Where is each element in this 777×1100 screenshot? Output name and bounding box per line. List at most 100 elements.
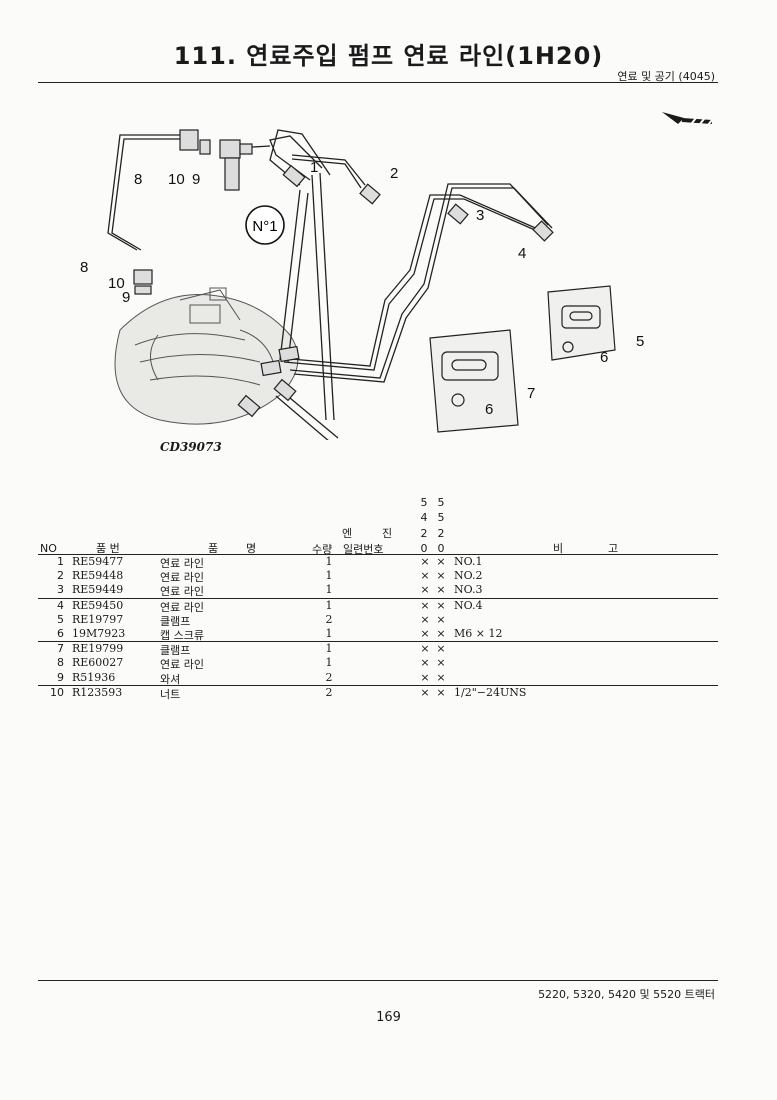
row-model2-mark: × [436,555,446,568]
row-model2-mark: × [436,569,446,583]
table-row: 8 RE60027 연료 라인 1 × × [38,656,718,672]
pipe-fittings [133,129,554,418]
header-engine-1: 엔 [342,527,353,540]
table-row: 9 R51936 와셔 2 × × [38,671,718,686]
header-no: NO [40,542,57,555]
table-row: 3 RE59449 연료 라인 1 × × NO.3 [38,583,718,599]
row-part-name: 클램프 [160,644,191,658]
row-qty: 2 [325,670,333,684]
table-row: 6 19M7923 캡 스크류 1 × × M6 × 12 [38,626,718,643]
no1-badge: N°1 [245,205,285,245]
direction-arrow-icon [662,112,713,131]
section-reference: 연료 및 공기 (4045) [617,70,715,83]
callout-9-left: 9 [122,289,130,306]
row-model2-mark: × [436,656,446,670]
row-qty: 2 [325,612,333,626]
row-model2-mark: × [436,642,446,656]
row-part-name: 캡 스크류 [160,628,204,642]
row-qty: 1 [325,626,333,640]
row-remark: NO.3 [454,583,483,597]
callout-7: 7 [527,385,535,402]
injection-pump-drawing [114,287,299,425]
row-no: 3 [57,583,64,597]
model-col2-digit2: 5 [437,511,445,524]
row-part-no: RE59448 [72,569,124,583]
row-part-name: 연료 라인 [160,658,204,672]
table-row: 5 RE19797 클램프 2 × × [38,612,718,628]
page-title: 111. 연료주입 펌프 연료 라인(1H20) [173,42,604,70]
fuel-line-diagram: 1 2 3 4 5 6 6 7 8 8 10 9 10 9 N°1 [80,129,644,440]
footer-rule [38,980,718,981]
row-model2-mark: × [436,626,446,640]
row-qty: 1 [325,569,333,583]
row-part-no: RE19799 [72,642,124,656]
row-part-name: 와셔 [160,672,181,686]
no1-badge-label: N°1 [252,218,277,235]
header-part-name-1: 품 [208,542,219,555]
row-remark: M6 × 12 [454,626,503,640]
header-remarks-2: 고 [608,542,619,555]
row-model1-mark: × [420,685,430,699]
row-model1-mark: × [420,583,430,597]
row-qty: 1 [325,656,333,670]
model-col1-digit2: 4 [420,511,428,524]
header-part-name-2: 명 [246,542,257,555]
row-part-no: 19M7923 [72,626,126,640]
row-part-no: RE59477 [72,555,124,568]
table-row: 1 RE59477 연료 라인 1 × × NO.1 [38,555,718,570]
callout-2: 2 [390,165,398,182]
row-model1-mark: × [420,569,430,583]
row-part-no: RE59450 [72,598,124,612]
row-qty: 1 [325,642,333,656]
row-model1-mark: × [420,642,430,656]
callout-8-left: 8 [80,259,88,276]
callout-6a: 6 [600,349,608,366]
model-col2-digit4: 0 [437,542,445,555]
row-model2-mark: × [436,612,446,626]
row-model1-mark: × [420,670,430,684]
row-no: 5 [57,612,64,626]
row-model1-mark: × [420,656,430,670]
table-row: 10 R123593 너트 2 × × 1/2"−24UNS [38,685,718,701]
diagram-callout-labels: 1 2 3 4 5 6 6 7 8 8 10 9 10 9 [80,159,644,418]
row-no: 2 [57,569,64,583]
row-part-name: 클램프 [160,614,191,628]
header-remarks-1: 비 [553,542,564,555]
model-col1-digit1: 5 [420,496,428,509]
row-part-name: 연료 라인 [160,600,204,614]
row-qty: 2 [325,685,333,699]
row-model1-mark: × [420,626,430,640]
table-row: 4 RE59450 연료 라인 1 × × NO.4 [38,598,718,614]
row-model1-mark: × [420,598,430,612]
callout-6b: 6 [485,401,493,418]
row-no: 10 [50,685,64,699]
row-remark: 1/2"−24UNS [454,685,527,699]
row-model2-mark: × [436,583,446,597]
row-part-name: 연료 라인 [160,585,204,599]
row-remark: NO.2 [454,569,483,583]
row-part-name: 너트 [160,687,181,701]
row-part-no: R51936 [72,670,116,684]
row-no: 7 [57,642,64,656]
row-part-no: R123593 [72,685,123,699]
callout-4: 4 [518,245,526,262]
row-qty: 1 [325,583,333,597]
callout-8-top: 8 [134,171,142,188]
row-part-name: 연료 라인 [160,571,204,585]
row-model1-mark: × [420,555,430,568]
callout-9-top: 9 [192,171,200,188]
title-rule [38,82,718,83]
figure-code: CD39073 [160,440,222,454]
row-model2-mark: × [436,670,446,684]
parts-table: 1 RE59477 연료 라인 1 × × NO.1 2 RE59448 연료 … [38,555,718,701]
header-engine-2: 진 [382,527,393,540]
row-part-name: 연료 라인 [160,557,204,570]
model-col1-digit3: 2 [420,527,428,540]
model-col2-digit1: 5 [437,496,445,509]
row-model2-mark: × [436,685,446,699]
row-no: 1 [57,555,64,568]
row-remark: NO.4 [454,598,483,612]
clamp-drawings [429,285,616,433]
header-qty: 수량 [312,543,333,556]
model-col2-digit3: 2 [437,527,445,540]
